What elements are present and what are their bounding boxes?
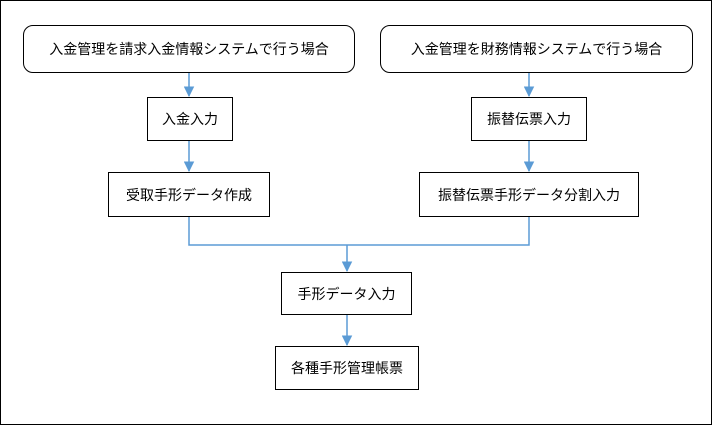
node-payment-input: 入金入力	[147, 97, 233, 141]
merge-connector	[188, 217, 530, 246]
node-transfer-slip-input: 振替伝票入力	[471, 97, 587, 141]
node-receive-bill-data: 受取手形データ作成	[108, 172, 270, 217]
node-bill-ledgers: 各種手形管理帳票	[275, 346, 419, 390]
node-bill-data-input: 手形データ入力	[281, 272, 412, 315]
node-transfer-slip-bill-split: 振替伝票手形データ分割入力	[419, 172, 639, 217]
node-start-finance: 入金管理を財務情報システムで行う場合	[380, 25, 693, 73]
node-start-billing: 入金管理を請求入金情報システムで行う場合	[23, 25, 355, 73]
